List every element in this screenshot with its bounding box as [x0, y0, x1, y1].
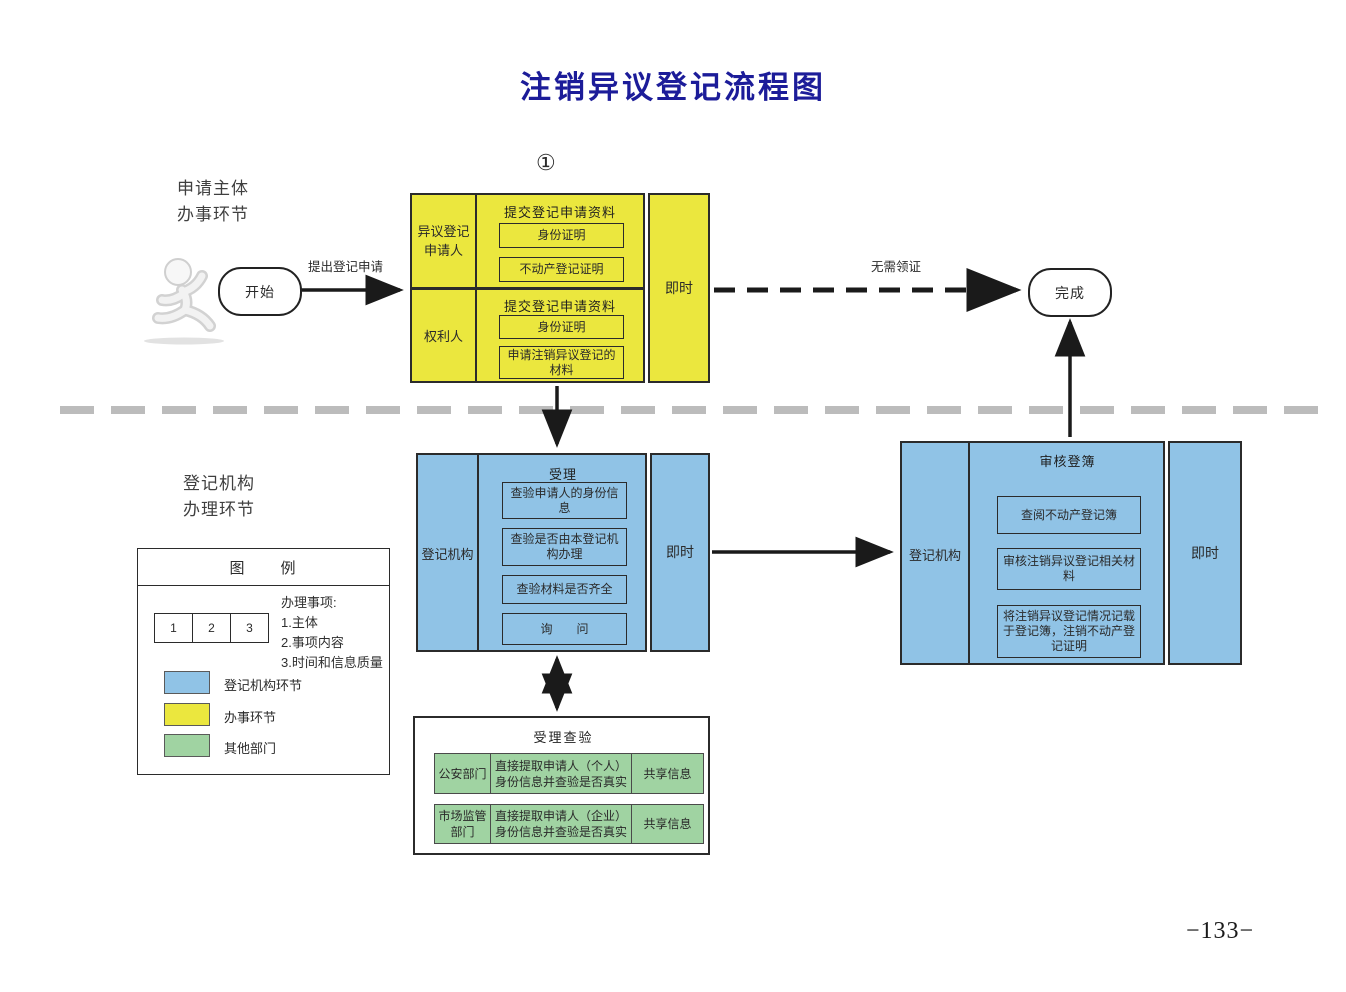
- accept-actor-agency: 登记机构: [421, 547, 474, 562]
- legend-cell-3: 3: [230, 613, 269, 643]
- submit-bottom-item-id: 身份证明: [499, 315, 624, 339]
- legend-note-3: 3.时间和信息质量: [281, 655, 383, 670]
- submit-bottom-title: 提交登记申请资料: [503, 299, 616, 314]
- submit-top-item-id: 身份证明: [499, 223, 624, 248]
- submit-actor-rights-holder: 权利人: [423, 328, 463, 344]
- lane-label-agency-line1: 登记机构: [183, 474, 255, 493]
- page-number: −133−: [1185, 918, 1255, 944]
- submit-top-item-cert: 不动产登记证明: [499, 257, 624, 282]
- start-node: 开始: [218, 267, 302, 316]
- review-step-box: 登记机构 审核登簿 查阅不动产登记簿 审核注销异议登记相关材料 将注销异议登记情…: [900, 441, 1165, 665]
- step-number-badge: ①: [536, 150, 556, 175]
- verify-step-box: 受理查验 公安部门 直接提取申请人（个人）身份信息并查验是否真实 共享信息 市场…: [413, 716, 710, 855]
- legend-cell-2: 2: [192, 613, 231, 643]
- lane-label-applicant-line2: 办事环节: [177, 205, 249, 224]
- accept-title: 受理: [548, 467, 577, 482]
- accept-step-box: 登记机构 受理 查验申请人的身份信息 查验是否由本登记机构办理 查验材料是否齐全…: [416, 453, 647, 652]
- submit-top-title: 提交登记申请资料: [503, 205, 616, 220]
- verify-row1-action: 直接提取申请人（个人）身份信息并查验是否真实: [490, 753, 632, 794]
- legend-swatch-agency: [164, 671, 210, 694]
- running-person-icon: [138, 252, 234, 348]
- review-actor-agency: 登记机构: [908, 547, 961, 563]
- lane-label-applicant: 申请主体 办事环节: [177, 176, 287, 228]
- verify-title: 受理查验: [533, 730, 594, 745]
- verify-row2-info: 共享信息: [631, 804, 704, 844]
- edge-label-apply: 提出登记申请: [308, 260, 384, 274]
- verify-row2-dept: 市场监管部门: [434, 804, 491, 844]
- verify-row1-info: 共享信息: [631, 753, 704, 794]
- accept-immediate-box: 即时: [650, 453, 710, 652]
- review-immediate-box: 即时: [1168, 441, 1242, 665]
- accept-item-check-identity: 查验申请人的身份信息: [502, 482, 627, 519]
- submit-step-box: 异议登记申请人 权利人 提交登记申请资料 身份证明 不动产登记证明 提交登记申请…: [410, 193, 645, 383]
- accept-item-check-jurisdiction: 查验是否由本登记机构办理: [502, 528, 627, 566]
- submit-box-row-divider: [412, 287, 643, 290]
- lane-label-applicant-line1: 申请主体: [177, 179, 249, 198]
- lane-label-agency: 登记机构 办理环节: [183, 471, 293, 523]
- review-box-column-divider: [968, 443, 970, 663]
- accept-box-column-divider: [477, 455, 479, 650]
- legend-note-2: 2.事项内容: [281, 635, 344, 650]
- edge-label-no-cert: 无需领证: [871, 260, 922, 274]
- legend-note-heading: 办理事项:: [281, 595, 337, 610]
- review-item-check-register: 查阅不动产登记簿: [997, 496, 1141, 534]
- legend-box: 图 例 1 2 3 办理事项: 1.主体 2.事项内容 3.时间和信息质量 登记…: [137, 548, 390, 775]
- review-title: 审核登簿: [1039, 454, 1096, 469]
- legend-swatch-agency-label: 登记机构环节: [224, 678, 303, 693]
- finish-node: 完成: [1028, 268, 1112, 317]
- submit-actor-applicant: 异议登记申请人: [417, 224, 470, 258]
- verify-row1-dept: 公安部门: [434, 753, 491, 794]
- legend-cell-1: 1: [154, 613, 193, 643]
- legend-swatch-other-label: 其他部门: [224, 741, 277, 756]
- lane-label-agency-line2: 办理环节: [183, 500, 255, 519]
- accept-item-check-materials: 查验材料是否齐全: [502, 575, 627, 604]
- review-item-record: 将注销异议登记情况记载于登记簿，注销不动产登记证明: [997, 605, 1141, 658]
- legend-swatch-task-label: 办事环节: [224, 710, 277, 725]
- legend-title: 图 例: [138, 549, 389, 586]
- review-item-check-materials: 审核注销异议登记相关材料: [997, 548, 1141, 590]
- legend-swatch-task: [164, 703, 210, 726]
- accept-item-inquiry: 询 问: [502, 613, 627, 645]
- legend-note-1: 1.主体: [281, 615, 318, 630]
- submit-bottom-item-materials: 申请注销异议登记的材料: [499, 346, 624, 379]
- page-title: 注销异议登记流程图: [520, 70, 826, 105]
- verify-row2-action: 直接提取申请人（企业）身份信息并查验是否真实: [490, 804, 632, 844]
- submit-immediate-box: 即时: [648, 193, 710, 383]
- legend-swatch-other: [164, 734, 210, 757]
